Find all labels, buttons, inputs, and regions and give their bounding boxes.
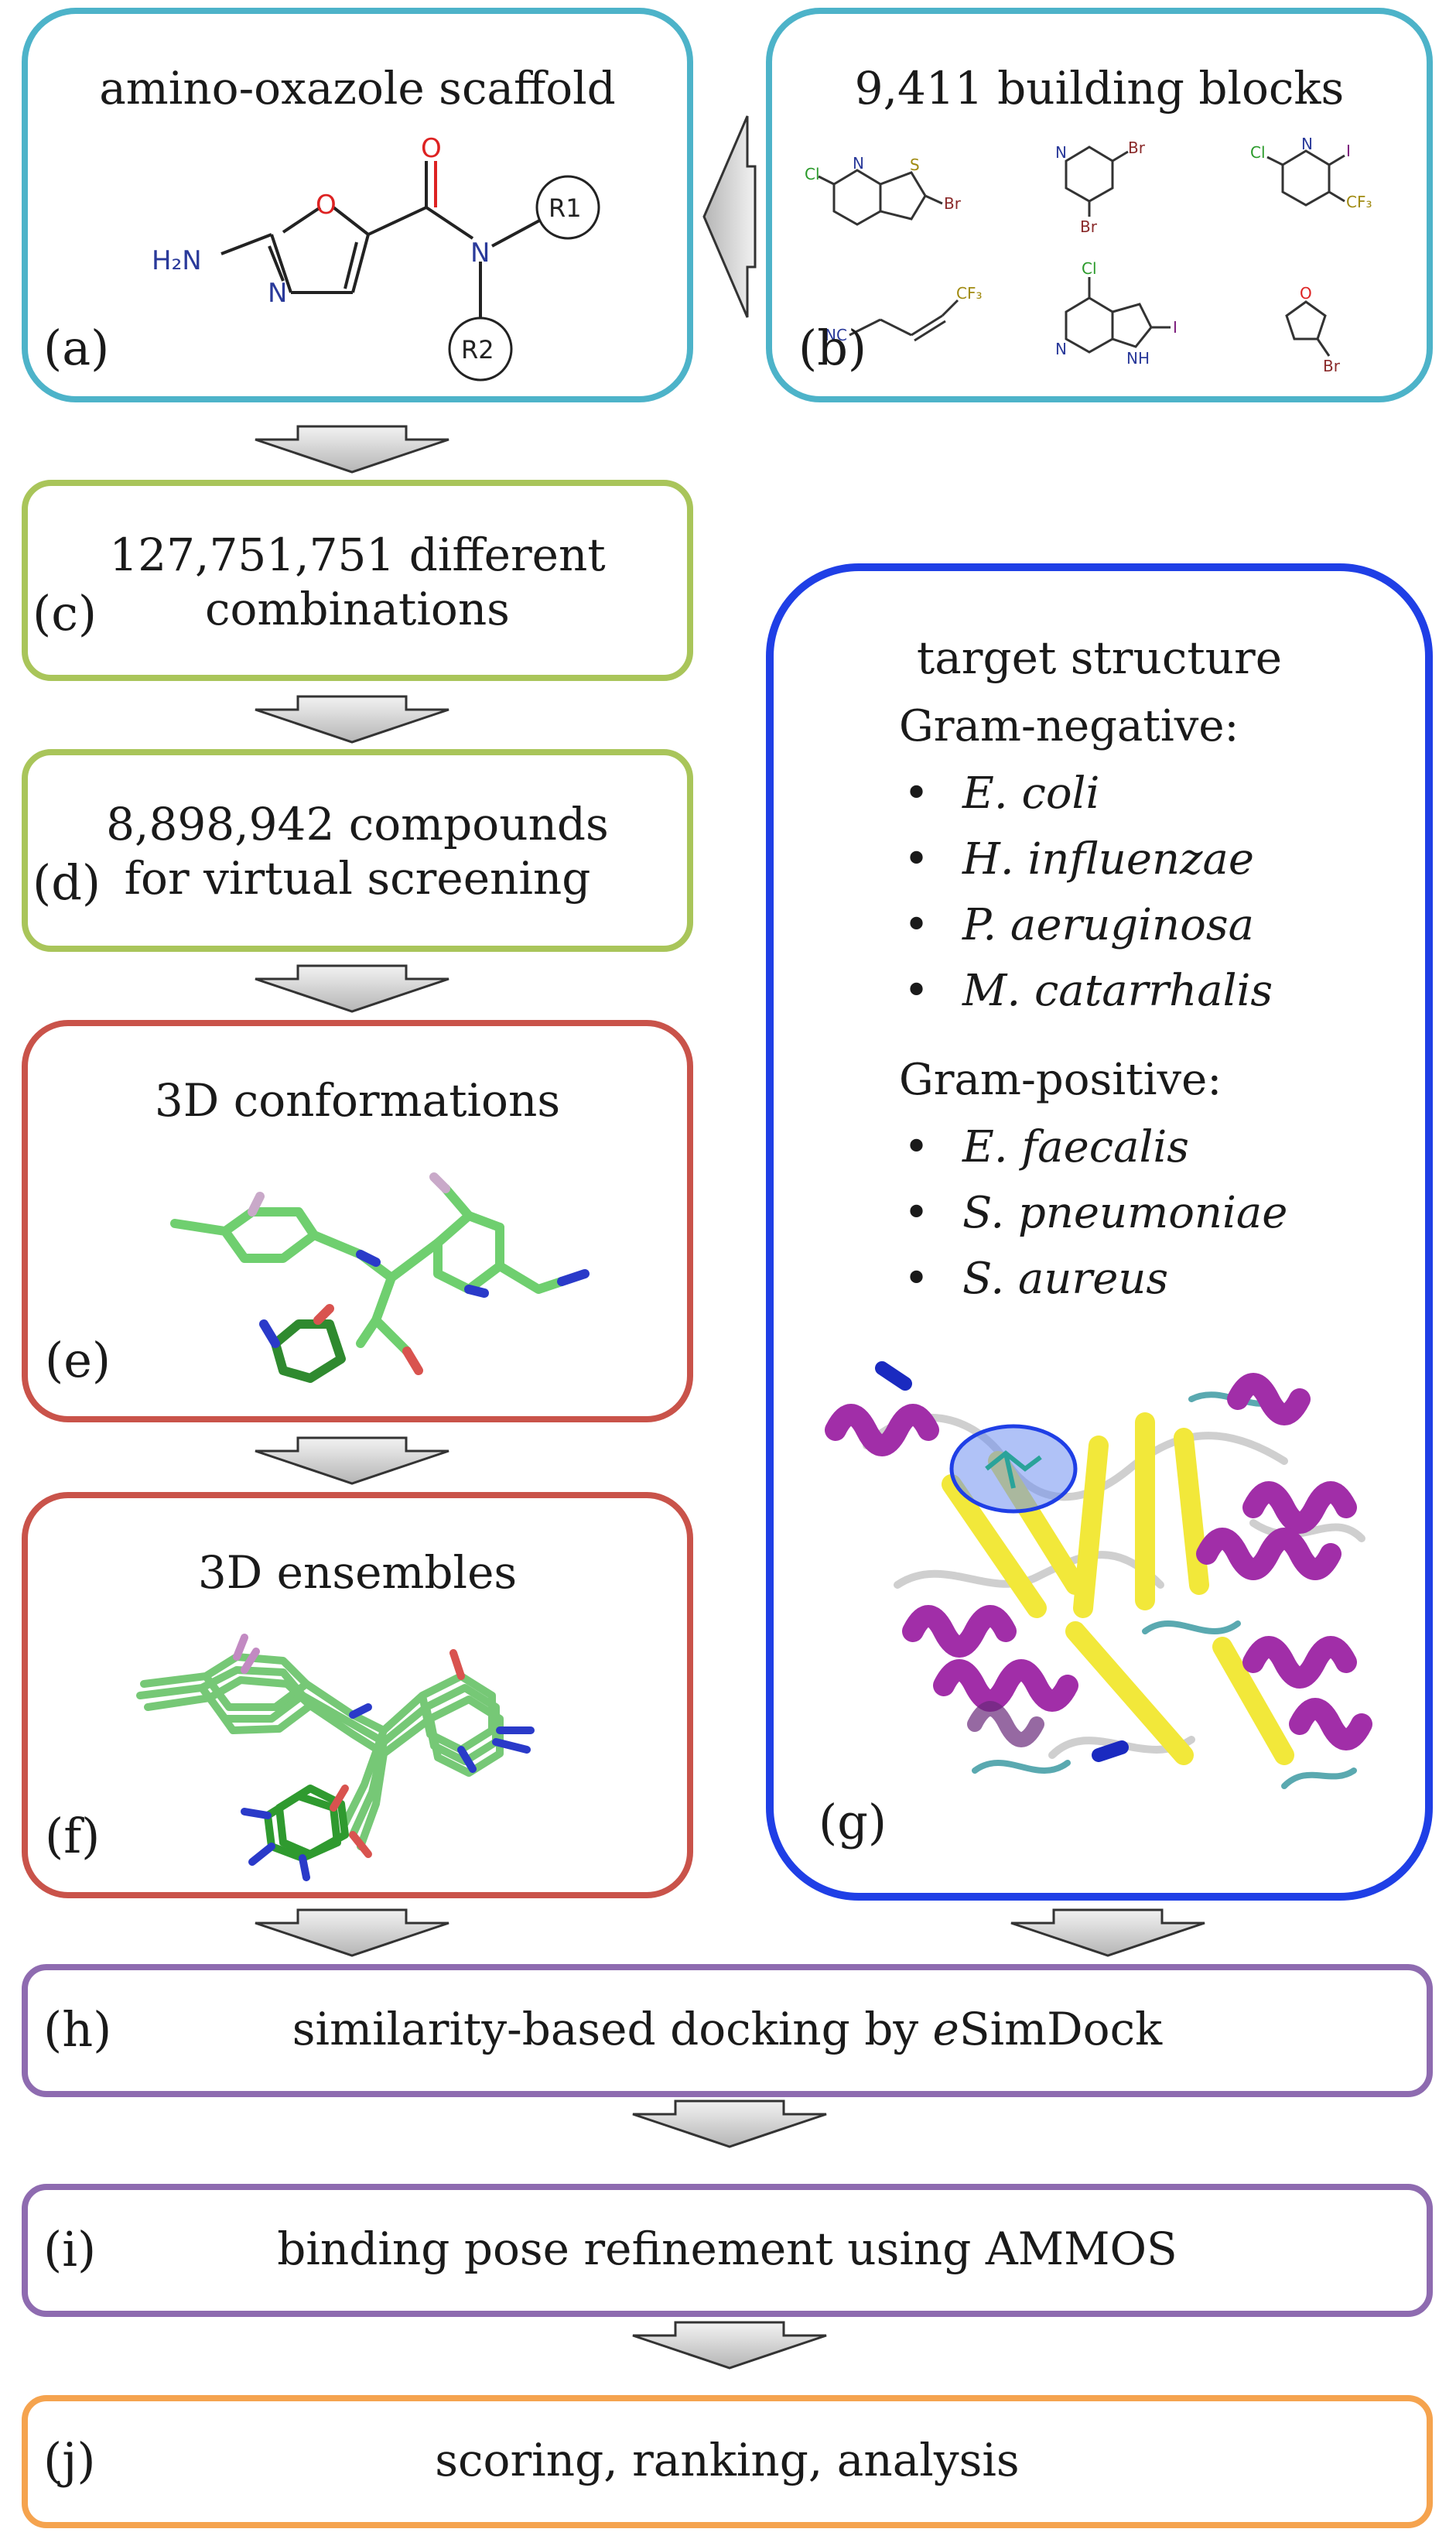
bb-nc-4: NC: [825, 326, 847, 344]
atom-o-carbonyl: O: [421, 133, 442, 164]
group-r1: R1: [549, 193, 582, 223]
panel-i-refinement: binding pose refinement using AMMOS (i): [22, 2184, 1433, 2317]
atom-o-ring: O: [316, 190, 337, 221]
gram-negative-species-3: •P. aeruginosa: [904, 900, 1254, 950]
group-r2: R2: [461, 335, 494, 364]
bb-o-6: O: [1300, 284, 1312, 303]
atom-n-ring: N: [268, 278, 287, 309]
protein-ribbon-structure: [825, 1361, 1372, 1789]
conformation-structure: [170, 1172, 590, 1383]
arrow-c-to-d: [255, 695, 449, 744]
panel-a-scaffold: amino-oxazole scaffold O O N H₂N N R1: [22, 8, 693, 402]
arrow-f-to-h: [255, 1908, 449, 1957]
panel-d-label: (d): [32, 854, 101, 911]
bb-br-1: Br: [944, 194, 962, 213]
panel-a-label: (a): [43, 320, 110, 376]
bb-cl-3: Cl: [1250, 143, 1266, 162]
panel-f-ensembles: 3D ensembles: [22, 1492, 693, 1898]
panel-f-label: (f): [45, 1808, 101, 1864]
panel-f-title: 3D ensembles: [197, 1546, 518, 1599]
panel-g-label: (g): [819, 1794, 887, 1850]
panel-a-title: amino-oxazole scaffold: [99, 62, 616, 115]
bb-cl-5: Cl: [1082, 259, 1097, 278]
panel-h-text: similarity-based docking by eSimDock: [292, 2003, 1163, 2055]
atom-n-amide: N: [470, 238, 490, 269]
panel-e-title: 3D conformations: [154, 1074, 561, 1127]
bb-i-3: I: [1346, 142, 1351, 160]
panel-g-target-structure: target structure Gram-negative: •E. coli…: [766, 563, 1433, 1901]
panel-c-line1: 127,751,751 different: [109, 529, 606, 581]
panel-h-docking: similarity-based docking by eSimDock (h): [22, 1964, 1433, 2097]
panel-d-line1: 8,898,942 compounds: [106, 798, 609, 850]
bb-br-2: Br: [1128, 139, 1146, 157]
gram-negative-heading: Gram-negative:: [899, 701, 1239, 751]
bb-n-2: N: [1055, 143, 1067, 162]
panel-j-text: scoring, ranking, analysis: [435, 2434, 1020, 2486]
gram-positive-species-3: •S. aureus: [904, 1254, 1169, 1304]
panel-h-label: (h): [43, 2001, 112, 2058]
arrow-d-to-e: [255, 964, 449, 1013]
arrow-a-to-c: [255, 425, 449, 474]
gram-positive-species-1: •E. faecalis: [904, 1122, 1190, 1172]
panel-b-title: 9,411 building blocks: [854, 62, 1345, 115]
panel-j-label: (j): [43, 2432, 96, 2489]
panel-j-scoring: scoring, ranking, analysis (j): [22, 2395, 1433, 2528]
panel-b-label: (b): [798, 320, 867, 376]
gram-negative-species-1: •E. coli: [904, 768, 1100, 819]
panel-e-conformations: 3D conformations (e): [22, 1020, 693, 1422]
panel-i-text: binding pose refinement using AMMOS: [277, 2223, 1177, 2275]
bb-cf3-3: CF₃: [1346, 193, 1372, 211]
building-block-structures: Cl N S Br N Br Br Cl N I CF₃ NC CF₃ Cl N…: [805, 135, 1372, 375]
panel-c-label: (c): [32, 585, 97, 642]
bb-br-6: Br: [1323, 357, 1341, 375]
panel-d-line2: for virtual screening: [124, 852, 591, 905]
gram-positive-heading: Gram-positive:: [899, 1055, 1222, 1105]
bb-n-3: N: [1301, 135, 1313, 153]
bb-s-1: S: [910, 156, 920, 174]
gram-positive-species-2: •S. pneumoniae: [904, 1188, 1288, 1238]
panel-c-combinations: 127,751,751 different combinations (c): [22, 480, 693, 681]
arrow-g-to-h: [1010, 1908, 1205, 1957]
scaffold-structure: O O N H₂N N R1 R2: [152, 133, 600, 382]
gram-negative-species-2: •H. influenzae: [904, 834, 1255, 885]
bb-nh-5: NH: [1126, 349, 1150, 368]
arrow-e-to-f: [255, 1436, 449, 1485]
arrow-i-to-j: [632, 2321, 827, 2370]
arrow-h-to-i: [632, 2099, 827, 2148]
panel-e-label: (e): [45, 1332, 111, 1388]
panel-i-label: (i): [43, 2221, 97, 2277]
panel-b-building-blocks: 9,411 building blocks: [766, 8, 1433, 402]
ensemble-structures: [136, 1634, 535, 1881]
bb-cf3-4: CF₃: [956, 284, 983, 303]
bb-n-5: N: [1055, 340, 1067, 358]
bb-i-5: I: [1173, 318, 1177, 337]
bb-cl-1: Cl: [805, 165, 820, 183]
gram-negative-species-4: •M. catarrhalis: [904, 966, 1273, 1016]
bb-n-1: N: [853, 154, 864, 173]
arrow-b-to-a: [702, 115, 757, 318]
panel-c-line2: combinations: [205, 583, 510, 635]
bb-br-3: Br: [1080, 217, 1098, 236]
panel-d-compounds: 8,898,942 compounds for virtual screenin…: [22, 749, 693, 952]
atom-nh2: H₂N: [152, 245, 202, 276]
panel-g-title: target structure: [916, 631, 1283, 684]
